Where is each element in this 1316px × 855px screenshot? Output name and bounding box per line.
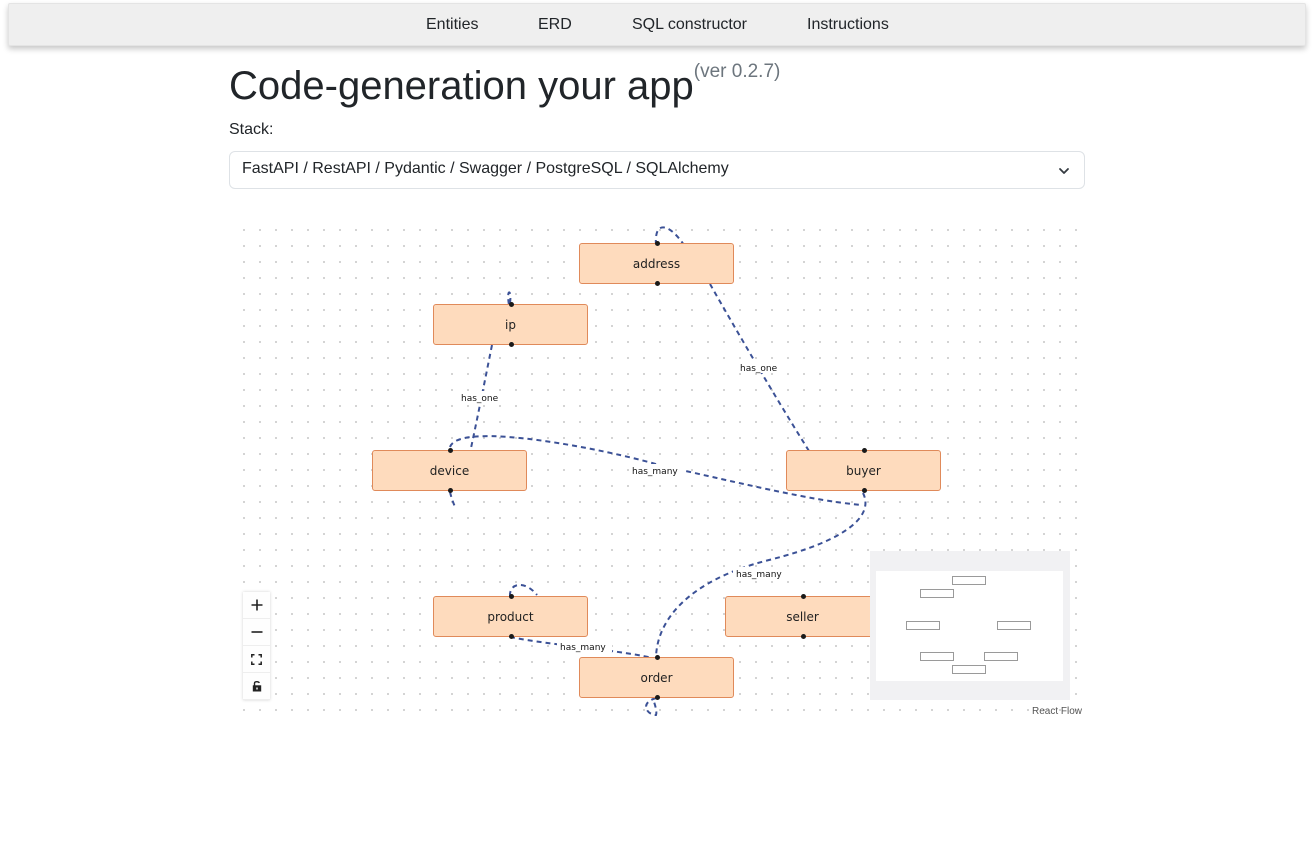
handle-bottom[interactable] xyxy=(862,488,867,493)
handle-top[interactable] xyxy=(655,655,660,660)
minimap[interactable] xyxy=(870,551,1070,700)
entity-node-label: buyer xyxy=(846,463,881,478)
edge-buyer-order xyxy=(655,492,867,660)
handle-top[interactable] xyxy=(655,241,660,246)
handle-bottom[interactable] xyxy=(509,342,514,347)
entity-node-label: device xyxy=(429,463,470,478)
entity-node-buyer[interactable]: buyer xyxy=(786,448,941,493)
handle-top[interactable] xyxy=(509,594,514,599)
minimap-node xyxy=(920,652,954,661)
edge-product-self xyxy=(508,584,538,597)
handle-bottom[interactable] xyxy=(509,634,514,639)
version-label: (ver 0.2.7) xyxy=(693,61,781,82)
handle-top[interactable] xyxy=(509,302,514,307)
flow-controls xyxy=(243,592,270,700)
entity-node-order[interactable]: order xyxy=(579,655,734,700)
entity-node-label: seller xyxy=(786,609,819,624)
edge-label-ip-device: has_one xyxy=(461,394,499,404)
edge-address-self xyxy=(654,226,685,246)
nav-sql-constructor[interactable]: SQL constructor xyxy=(632,16,748,33)
stack-label: Stack: xyxy=(229,121,274,138)
navbar: Entities ERD SQL constructor Instruction… xyxy=(8,3,1306,46)
entity-node-address[interactable]: address xyxy=(579,241,734,286)
handle-bottom[interactable] xyxy=(655,281,660,286)
entity-node-device[interactable]: device xyxy=(372,448,527,493)
erd-canvas[interactable]: has_one has_one has_many has_many has_ma… xyxy=(229,215,1085,720)
handle-top[interactable] xyxy=(448,448,453,453)
edge-label-product-order: has_many xyxy=(560,643,606,653)
nav-instructions[interactable]: Instructions xyxy=(807,16,889,33)
toggle-interactivity-button[interactable] xyxy=(243,673,270,700)
entity-node-product[interactable]: product xyxy=(433,594,588,639)
plus-icon xyxy=(251,599,262,611)
edge-device-self xyxy=(449,491,456,509)
handle-top[interactable] xyxy=(862,448,867,453)
entity-node-label: product xyxy=(487,609,534,624)
minus-icon xyxy=(251,631,262,633)
zoom-in-button[interactable] xyxy=(243,592,270,619)
entity-node-seller[interactable]: seller xyxy=(725,594,880,639)
handle-bottom[interactable] xyxy=(655,695,660,700)
minimap-node xyxy=(952,576,986,585)
edge-label-address-buyer: has_one xyxy=(740,364,778,374)
entity-node-label: order xyxy=(640,670,673,685)
minimap-node xyxy=(952,665,986,674)
edge-label-device-buyer: has_many xyxy=(632,467,678,477)
zoom-out-button[interactable] xyxy=(243,619,270,646)
edge-product-order xyxy=(509,636,657,660)
edge-ip-self xyxy=(507,291,512,306)
fit-view-button[interactable] xyxy=(243,646,270,673)
handle-bottom[interactable] xyxy=(448,488,453,493)
edge-order-self xyxy=(645,697,658,717)
stack-select[interactable]: FastAPI / RestAPI / Pydantic / Swagger /… xyxy=(229,151,1085,189)
fit-view-icon xyxy=(251,653,262,665)
minimap-node xyxy=(984,652,1018,661)
entity-node-ip[interactable]: ip xyxy=(433,302,588,347)
stack-select-value: FastAPI / RestAPI / Pydantic / Swagger /… xyxy=(242,160,729,177)
entity-node-label: ip xyxy=(505,317,516,332)
unlock-icon xyxy=(252,680,261,692)
nav-erd[interactable]: ERD xyxy=(538,16,572,33)
react-flow-attribution[interactable]: React Flow xyxy=(1031,706,1082,717)
nav-entities[interactable]: Entities xyxy=(426,16,479,33)
minimap-node xyxy=(906,621,940,630)
minimap-node xyxy=(920,589,954,598)
handle-bottom[interactable] xyxy=(801,634,806,639)
entity-node-label: address xyxy=(632,256,681,271)
handle-top[interactable] xyxy=(801,594,806,599)
page-title-text: Code-generation your app xyxy=(229,64,694,108)
chevron-down-icon xyxy=(1059,168,1069,174)
erd-edges: has_one has_one has_many has_many has_ma… xyxy=(449,226,867,717)
minimap-node xyxy=(997,621,1031,630)
edge-label-buyer-order: has_many xyxy=(736,570,782,580)
page-title: Code-generation your app(ver 0.2.7) xyxy=(229,48,780,110)
